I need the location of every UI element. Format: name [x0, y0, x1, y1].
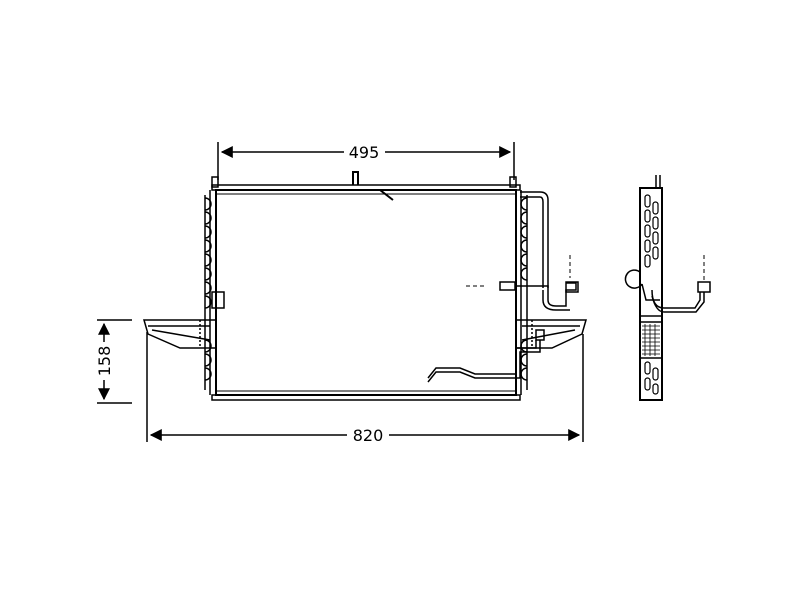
upper-pipe [520, 191, 549, 288]
receiver-dryer [639, 321, 663, 359]
side-slots-lower [644, 361, 659, 395]
dimension-158 [97, 319, 132, 404]
lower-pipe [427, 340, 541, 383]
left-header-tank [204, 190, 225, 395]
condenser-core [215, 189, 517, 396]
side-pipe-loop [624, 269, 660, 301]
dimension-820 [146, 332, 584, 442]
dimension-label-495: 495 [349, 143, 380, 162]
dimension-label-158: 158 [95, 346, 114, 377]
right-header-tank [520, 190, 528, 395]
fitting-nut [565, 281, 579, 293]
side-slots-upper [644, 194, 659, 268]
bottom-rail [211, 394, 521, 401]
side-view [624, 175, 711, 401]
side-pipe-outlet [651, 289, 705, 313]
side-fitting-nut [697, 281, 711, 293]
front-view [143, 171, 587, 401]
dimension-label-820: 820 [353, 426, 384, 445]
top-pipe [352, 171, 394, 201]
side-frame [639, 187, 663, 401]
dimension-495 [217, 142, 515, 180]
pipe-fitting [499, 281, 577, 311]
